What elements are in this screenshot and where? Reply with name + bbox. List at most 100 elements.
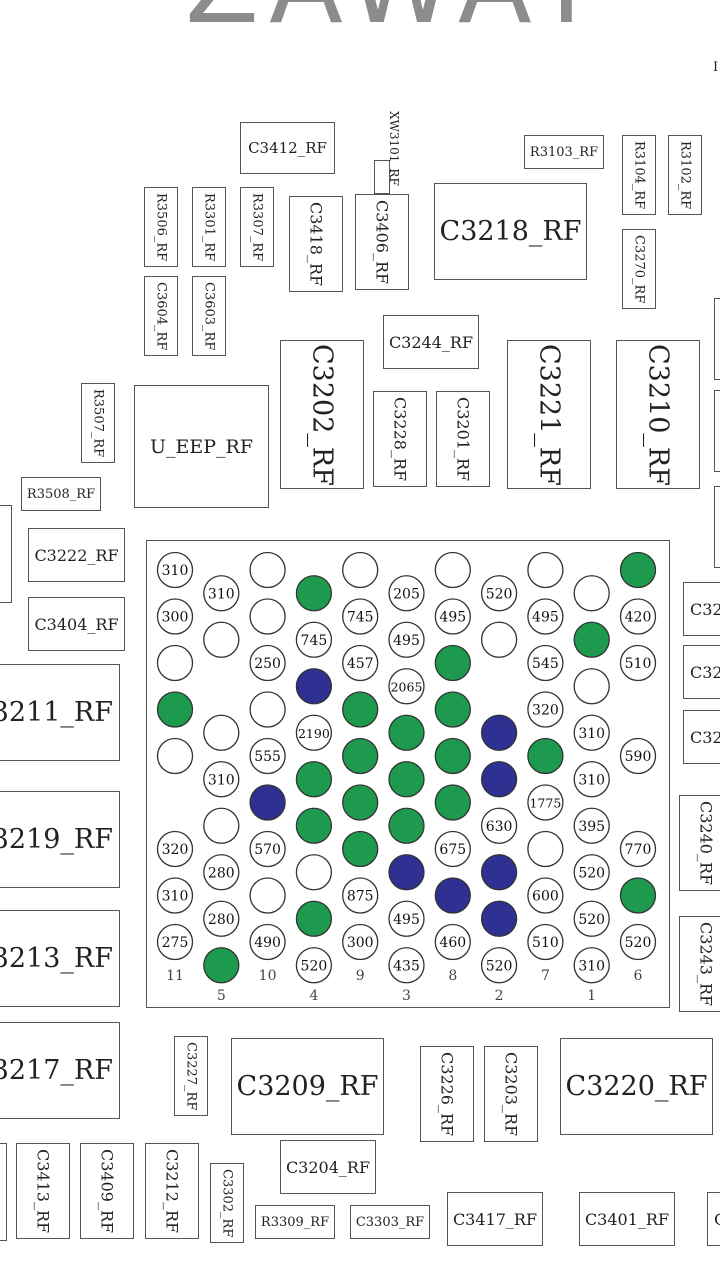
- bga-pin-grid: 3103003203102753103102802802505555704907…: [156, 551, 657, 1004]
- pin: [527, 923, 564, 961]
- pin-value-label: 280: [208, 865, 235, 881]
- pin: [480, 575, 518, 612]
- pin: [480, 947, 518, 984]
- component-c3270: C3270_RF: [622, 229, 656, 309]
- column-label: 9: [356, 968, 365, 984]
- pin-value-label: 495: [439, 610, 466, 626]
- pin: [249, 691, 286, 728]
- pin: [156, 877, 194, 914]
- pin-value-label: 300: [162, 610, 189, 626]
- component-c3226: C3226_RF: [420, 1046, 474, 1142]
- pin-value-label: 545: [532, 656, 559, 672]
- pin-value-label: 460: [439, 935, 466, 951]
- pin-value-label: 675: [439, 842, 466, 858]
- pin: [388, 621, 425, 658]
- component-c3404: C3404_RF: [28, 597, 125, 651]
- edge-component: [0, 505, 12, 603]
- edge-component: [714, 390, 720, 472]
- component-c3603: C3603_RF: [192, 276, 226, 356]
- pin-blue: [480, 714, 518, 751]
- pin-value-label: 495: [393, 633, 420, 649]
- component-r3309: R3309_RF: [255, 1205, 335, 1239]
- pin-value-label: 590: [625, 749, 652, 765]
- component-c-edge: C: [707, 1192, 720, 1246]
- pin-value-label: 310: [578, 772, 605, 788]
- pin-value-label: 770: [625, 842, 652, 858]
- pin: [573, 900, 610, 937]
- pin: [527, 877, 564, 914]
- pin-green: [434, 784, 471, 821]
- pin-value-label: 510: [625, 656, 652, 672]
- component-c3406: C3406_RF: [355, 194, 409, 290]
- pin: [480, 621, 518, 658]
- pin: [156, 598, 194, 635]
- pin-value-label: 320: [532, 703, 559, 719]
- component-c3412: C3412_RF: [240, 122, 335, 174]
- pin-value-label: 310: [578, 958, 605, 974]
- pin-blue: [480, 761, 518, 798]
- pin-green: [388, 761, 425, 798]
- component-c3604: C3604_RF: [144, 276, 178, 356]
- xw3101-pad: [374, 160, 390, 194]
- pin: [342, 923, 379, 961]
- pin: [342, 644, 379, 682]
- pin-green: [342, 737, 379, 775]
- column-label: 1: [587, 988, 596, 1004]
- pin: [156, 551, 194, 589]
- pin: [619, 923, 657, 961]
- pin: [249, 877, 286, 914]
- pin: [434, 551, 471, 589]
- pin: [527, 784, 564, 821]
- pin: [203, 900, 240, 937]
- pin: [249, 644, 286, 682]
- component-r3102: R3102_RF: [668, 135, 702, 215]
- pin: [573, 714, 610, 751]
- edge-component: [714, 298, 720, 380]
- pin: [295, 621, 333, 658]
- pin-value-label: 745: [347, 610, 374, 626]
- pin: [203, 575, 240, 612]
- pin: [527, 830, 564, 868]
- component-c3220: C3220_RF: [560, 1038, 713, 1135]
- pin-value-label: 520: [578, 912, 605, 928]
- pin-value-label: 2190: [298, 726, 330, 741]
- pin-green: [434, 644, 471, 682]
- component-r3103: R3103_RF: [524, 135, 604, 169]
- column-label: 6: [634, 968, 643, 984]
- watermark-text: ZAWAY: [185, 0, 585, 34]
- pin: [619, 598, 657, 635]
- component-c3204: C3204_RF: [280, 1140, 376, 1194]
- pin: [527, 691, 564, 728]
- edge-component: [0, 1143, 7, 1241]
- component-c3212: C3212_RF: [145, 1143, 199, 1239]
- pin: [342, 877, 379, 914]
- component-3213: 3213_RF: [0, 910, 120, 1007]
- column-label: 2: [495, 988, 504, 1004]
- column-label: 7: [541, 968, 550, 984]
- component-c3413: C3413_RF: [16, 1143, 70, 1239]
- component-c3243: C3243_RF: [679, 916, 720, 1012]
- pin: [573, 947, 610, 984]
- pin: [342, 551, 379, 589]
- component-c3302: C3302_RF: [210, 1163, 244, 1243]
- component-c3202: C3202_RF: [280, 340, 364, 489]
- pin: [203, 807, 240, 844]
- component-c3201: C3201_RF: [436, 391, 490, 487]
- pin-value-label: 520: [486, 586, 513, 602]
- pin-green: [619, 551, 657, 589]
- pin: [573, 807, 610, 844]
- pin: [203, 714, 240, 751]
- pin: [388, 947, 425, 984]
- component-r3507: R3507_RF: [81, 383, 115, 463]
- component-r3301: R3301_RF: [192, 187, 226, 267]
- column-label: 8: [448, 968, 457, 984]
- pin: [573, 668, 610, 705]
- pin-value-label: 395: [578, 819, 605, 835]
- pin-value-label: 875: [347, 889, 374, 905]
- pin-value-label: 630: [486, 819, 513, 835]
- component-r3104: R3104_RF: [622, 135, 656, 215]
- pin: [480, 807, 518, 844]
- pin-green: [573, 621, 610, 658]
- component-c3240: C3240_RF: [679, 795, 720, 891]
- component-c32-b: C32: [683, 645, 720, 699]
